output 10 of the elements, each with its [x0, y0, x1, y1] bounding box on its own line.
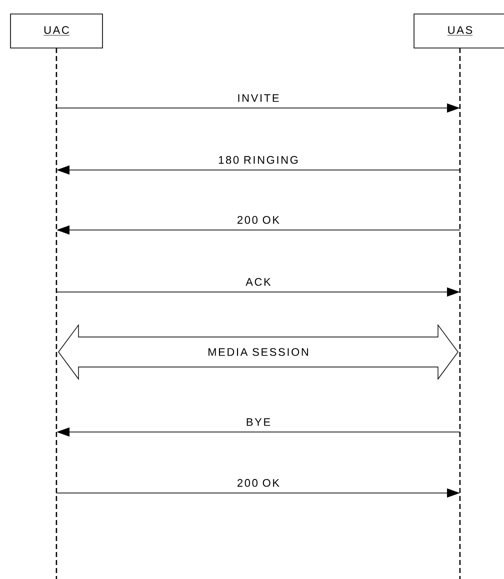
participant-box: UAC [10, 14, 103, 48]
edge-label: INVITE [238, 94, 279, 102]
edge-label: 200 OK [238, 479, 280, 487]
edge-label: MEDIA SESSION [208, 348, 308, 356]
block-arrow [58, 324, 458, 380]
edge-label: 180 RINGING [218, 156, 298, 164]
edge-label: BYE [246, 418, 270, 426]
participant-box: UAS [414, 14, 504, 48]
edge-label: 200 OK [238, 216, 280, 224]
edge-label: ACK [246, 278, 271, 286]
